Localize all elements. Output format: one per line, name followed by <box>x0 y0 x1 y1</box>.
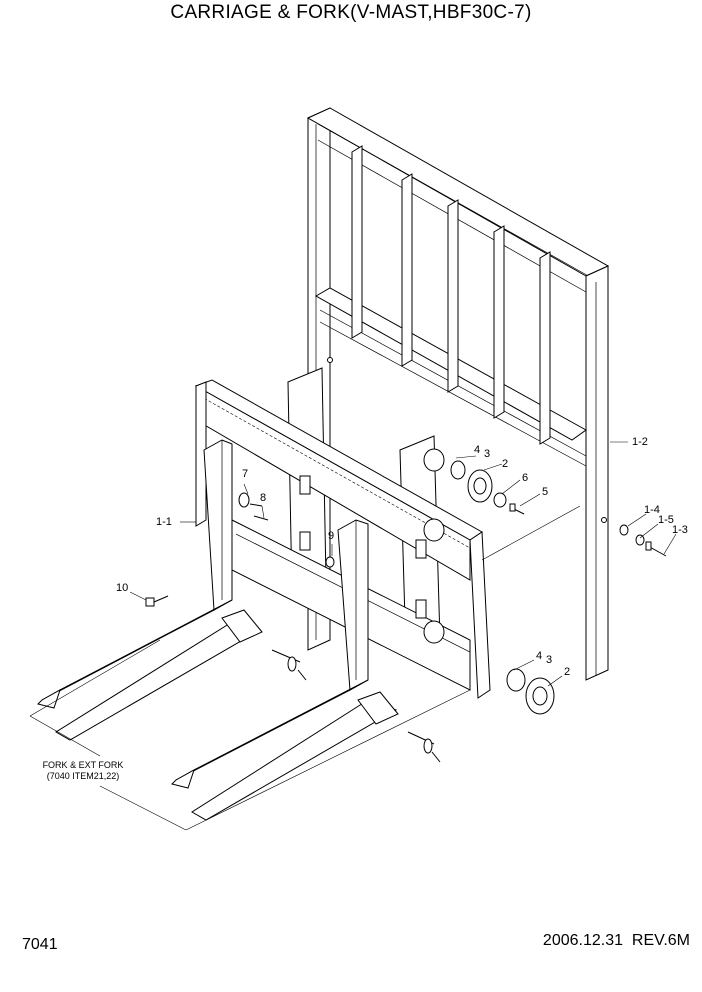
page-title: CARRIAGE & FORK(V-MAST,HBF30C-7) <box>170 2 532 23</box>
page-number: 7041 <box>22 936 58 953</box>
left-fork <box>37 439 262 741</box>
callout-1-2: 1-2 <box>632 436 648 448</box>
callout-1-4: 1-4 <box>644 504 660 516</box>
mast-frame <box>306 107 610 681</box>
callout-3-top: 3 <box>484 448 491 460</box>
callout-4-top: 4 <box>474 444 481 456</box>
callout-6: 6 <box>522 472 529 484</box>
callout-2-top: 2 <box>502 458 509 470</box>
callout-1-1: 1-1 <box>156 516 172 528</box>
callout-5: 5 <box>542 486 549 498</box>
revision-date: 2006.12.31 <box>542 932 623 949</box>
fork-reference-note: FORK & EXT FORK (7040 ITEM21,22) <box>28 760 138 782</box>
callout-10: 10 <box>116 582 129 594</box>
right-fork <box>171 519 398 821</box>
callout-8: 8 <box>260 492 267 504</box>
callout-9: 9 <box>328 530 335 542</box>
callout-1-3: 1-3 <box>672 524 688 536</box>
fork-extension-brackets <box>221 609 441 763</box>
fork-reference-line-1: FORK & EXT FORK <box>42 760 124 770</box>
callout-1-5: 1-5 <box>658 514 674 526</box>
leader-lines <box>29 441 677 831</box>
hardware-parts <box>145 460 667 715</box>
callout-4-bottom: 4 <box>536 650 543 662</box>
revision-code: REV.6M <box>631 932 690 949</box>
callout-7: 7 <box>242 468 249 480</box>
fork-reference-line-2: (7040 ITEM21,22) <box>46 771 120 781</box>
callout-2-bottom: 2 <box>564 666 571 678</box>
callout-3-bottom: 3 <box>546 654 553 666</box>
revision-stamp: 2006.12.31 REV.6M <box>543 932 690 950</box>
